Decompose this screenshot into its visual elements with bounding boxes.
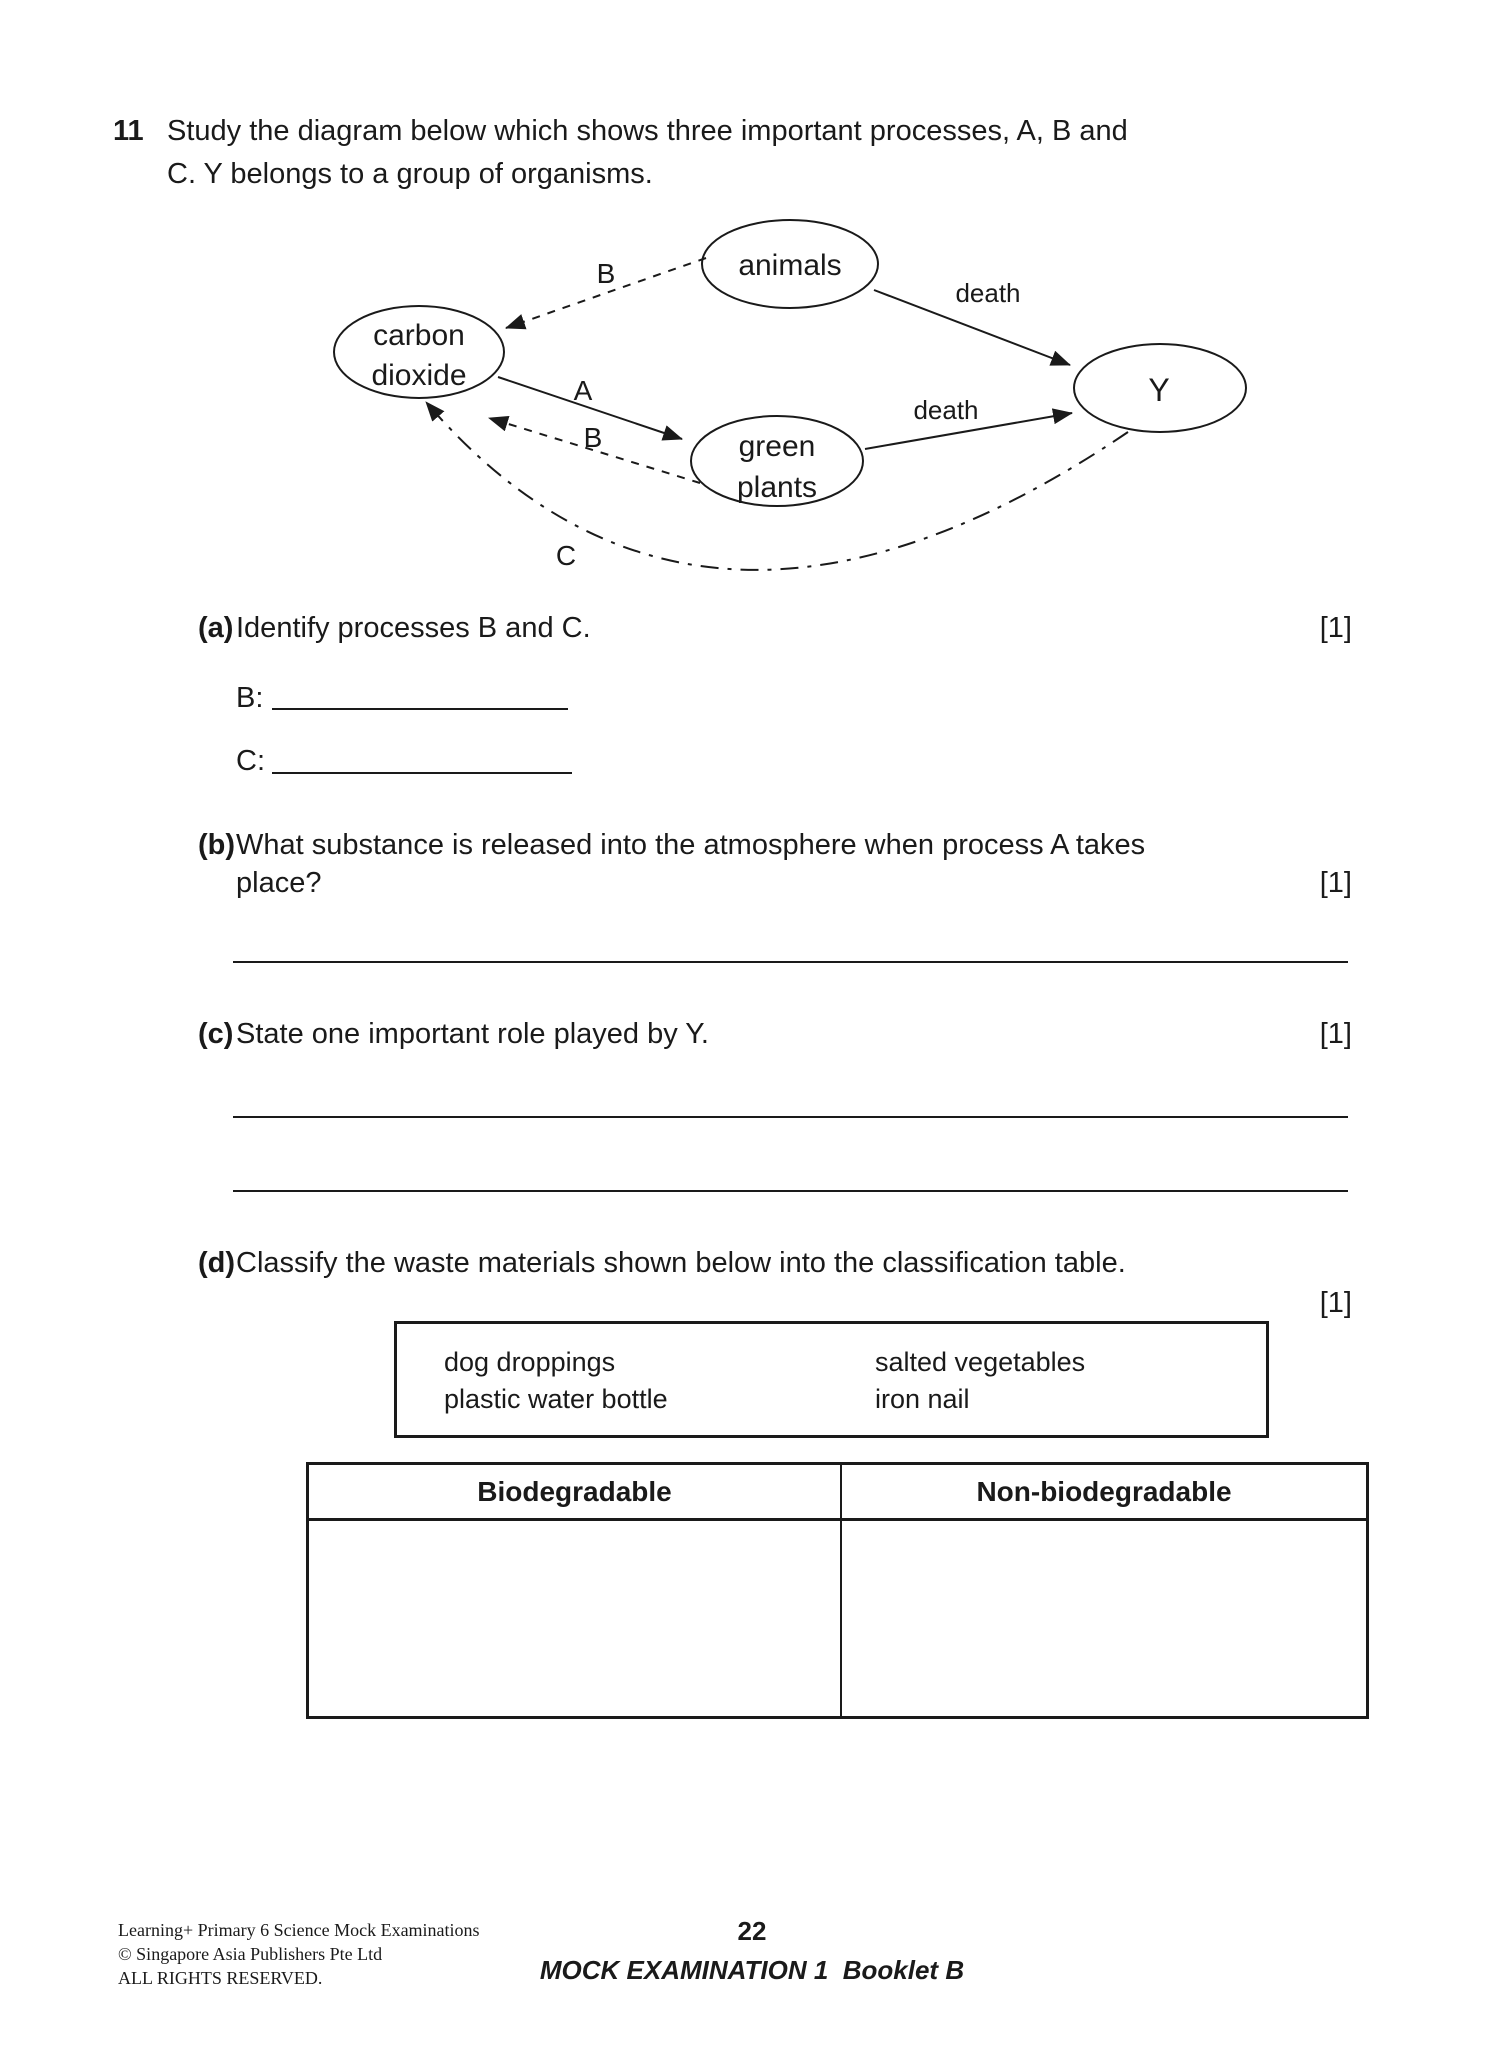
header-biodegradable: Biodegradable [309, 1465, 842, 1518]
edge-death-plants-to-y [864, 408, 1073, 450]
node-label-animals: animals [738, 249, 841, 282]
question-text-line2: C. Y belongs to a group of organisms. [167, 158, 653, 190]
edge-label-death-animals: death [955, 278, 1020, 308]
part-a-marks: [1] [1319, 612, 1352, 644]
node-animals [701, 219, 879, 309]
footer-imprint: Learning+ Primary 6 Science Mock Examina… [118, 1918, 480, 1990]
word-bank-item: dog droppings [444, 1347, 616, 1377]
word-bank-item: salted vegetables [875, 1347, 1086, 1377]
question-text-line1: Study the diagram below which shows thre… [167, 115, 1128, 147]
footer-imprint-line1: Learning+ Primary 6 Science Mock Examina… [118, 1920, 480, 1940]
edge-label-c: C [556, 540, 576, 571]
answer-c-prefix: C: [236, 745, 265, 777]
node-label-dioxide: dioxide [371, 359, 466, 392]
node-label-y: Y [1148, 372, 1169, 408]
part-b-answer-blank [233, 961, 1348, 963]
classification-table: Biodegradable Non-biodegradable [306, 1462, 1369, 1719]
question-number: 11 [113, 115, 144, 147]
part-a-label: (a) [198, 612, 234, 644]
part-c-marks: [1] [1319, 1018, 1352, 1050]
node-y [1073, 343, 1247, 433]
part-a-text: Identify processes B and C. [236, 612, 591, 644]
node-label-green: green [739, 430, 816, 463]
part-d-label: (d) [198, 1247, 236, 1279]
part-c-label: (c) [198, 1018, 234, 1050]
edge-label-a: A [574, 375, 593, 406]
node-label-plants: plants [737, 471, 817, 504]
node-green-plants [690, 415, 864, 507]
cell-non-biodegradable-blank [842, 1521, 1366, 1716]
answer-b-prefix: B: [236, 682, 264, 714]
answer-c-blank [272, 772, 572, 774]
part-b-text-line1: What substance is released into the atmo… [236, 829, 1146, 861]
part-d-marks: [1] [1319, 1287, 1352, 1319]
edge-c-y-to-co2 [425, 401, 1129, 571]
node-carbon-dioxide [333, 305, 505, 399]
edge-label-death-plants: death [913, 395, 978, 425]
edge-label-b-bottom: B [584, 422, 603, 453]
answer-b-blank [272, 708, 568, 710]
part-b-text-line2: place? [236, 867, 322, 899]
classification-table-body-row [309, 1521, 1366, 1716]
process-diagram: animals carbon dioxide green plants Y B … [333, 219, 1247, 571]
part-c-text: State one important role played by Y. [236, 1018, 709, 1050]
footer-imprint-line2: © Singapore Asia Publishers Pte Ltd [118, 1944, 383, 1964]
word-bank-box: dog droppings salted vegetables plastic … [394, 1321, 1269, 1438]
classification-table-header-row: Biodegradable Non-biodegradable [309, 1465, 1366, 1521]
edge-b-plants-to-co2 [488, 415, 701, 484]
edge-a-co2-to-plants [497, 376, 683, 441]
part-c-answer-blank-1 [233, 1116, 1348, 1118]
edge-label-b-top: B [597, 258, 616, 289]
word-bank-item: iron nail [875, 1384, 970, 1414]
word-bank-item: plastic water bottle [444, 1384, 668, 1414]
edge-b-animals-to-co2 [505, 257, 707, 330]
node-label-carbon: carbon [373, 319, 465, 352]
part-b-label: (b) [198, 829, 236, 861]
header-non-biodegradable: Non-biodegradable [976, 1475, 1232, 1507]
page-number: 22 [737, 1916, 767, 1946]
part-b-marks: [1] [1319, 867, 1352, 899]
part-d-text: Classify the waste materials shown below… [236, 1247, 1126, 1279]
part-c-answer-blank-2 [233, 1190, 1348, 1192]
footer-imprint-line3: ALL RIGHTS RESERVED. [118, 1968, 323, 1988]
edge-death-animals-to-y [873, 289, 1071, 366]
cell-biodegradable-blank [309, 1521, 842, 1716]
booklet-title: MOCK EXAMINATION 1 Booklet B [539, 1955, 965, 1985]
